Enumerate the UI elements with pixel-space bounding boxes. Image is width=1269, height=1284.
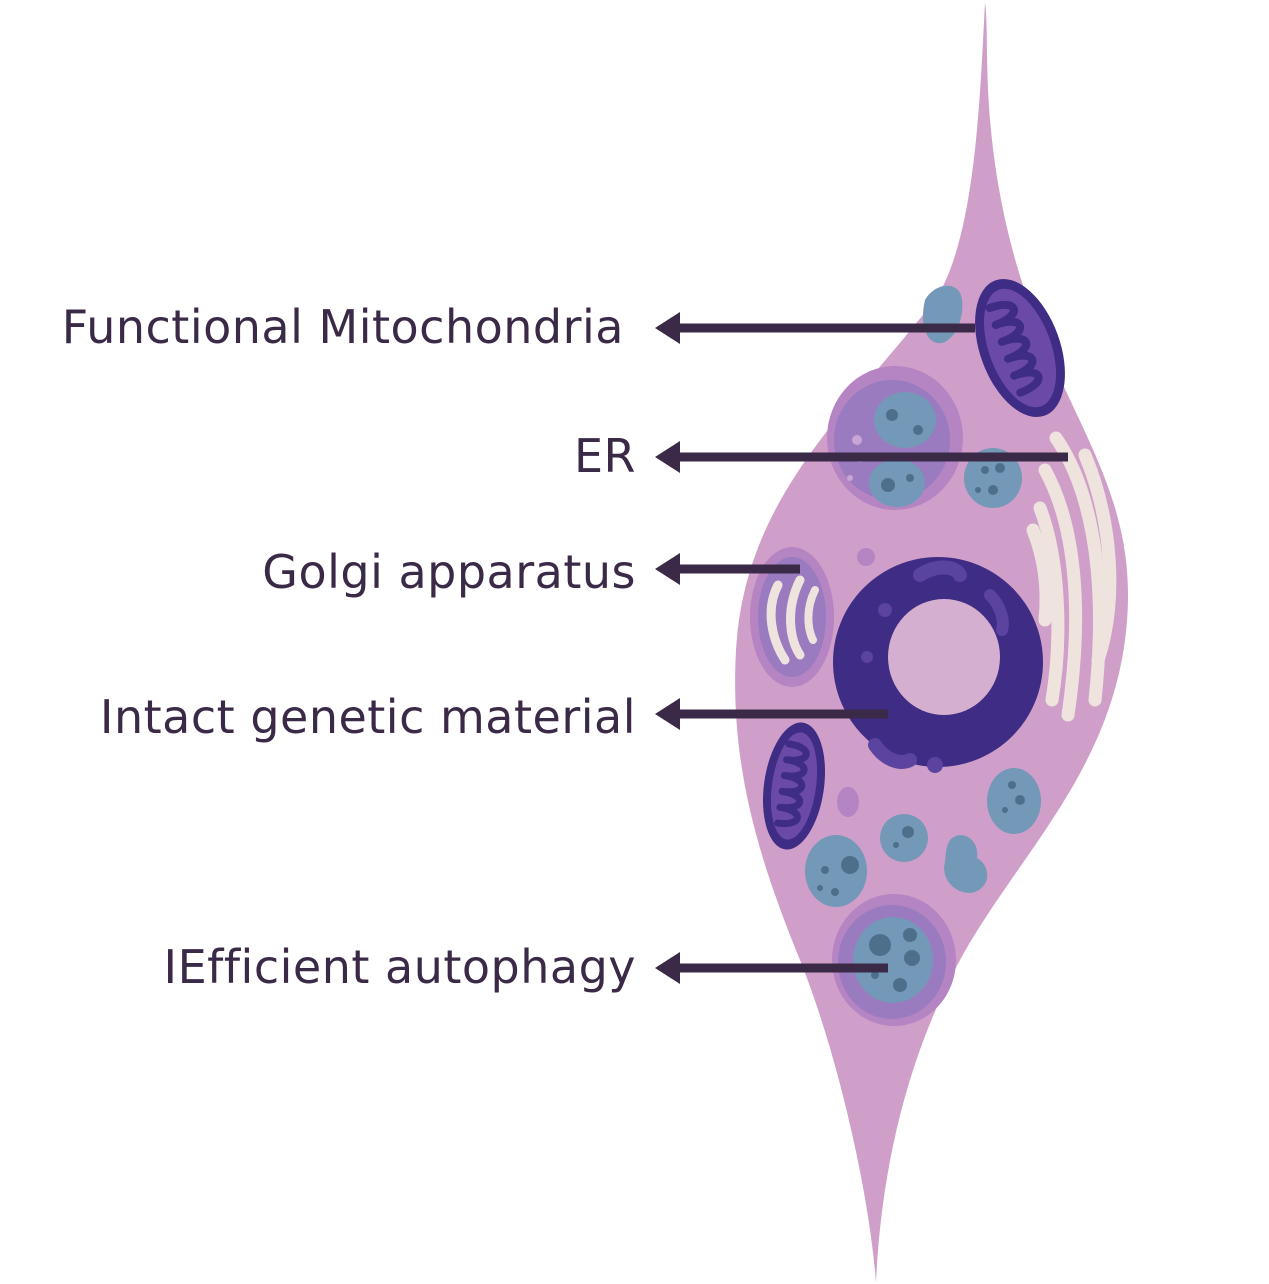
mitochondrion-lower (762, 722, 826, 850)
label-text-er: ER (574, 429, 636, 483)
label-er: ER (574, 429, 1068, 483)
vesicle-left-low (805, 835, 867, 907)
arrowhead-golgi (655, 553, 680, 585)
label-golgi: Golgi apparatus (262, 545, 800, 599)
label-text-mitochondria: Functional Mitochondria (62, 300, 624, 354)
vesicle-mid (880, 814, 928, 862)
arrowhead-mitochondria (655, 312, 680, 344)
golgi-apparatus (750, 547, 834, 687)
vesicle-kidney (944, 835, 988, 893)
arrowhead-autophagy (655, 952, 680, 984)
vesicle-right (987, 768, 1041, 834)
label-genetic-material: Intact genetic material (100, 690, 888, 744)
small-dot-lower (837, 787, 859, 817)
mitochondrion-top (975, 278, 1065, 418)
label-text-genetic: Intact genetic material (100, 690, 636, 744)
label-text-golgi: Golgi apparatus (262, 545, 636, 599)
arrowhead-genetic (655, 698, 680, 730)
lysosome-upper (827, 366, 963, 510)
label-functional-mitochondria: Functional Mitochondria (62, 300, 975, 354)
label-text-autophagy: IEfficient autophagy (164, 940, 636, 994)
small-dot (857, 548, 875, 566)
label-autophagy: IEfficient autophagy (164, 940, 888, 994)
arrowhead-er (655, 441, 680, 473)
vesicle-er (964, 448, 1022, 508)
autophagosome (832, 894, 956, 1026)
